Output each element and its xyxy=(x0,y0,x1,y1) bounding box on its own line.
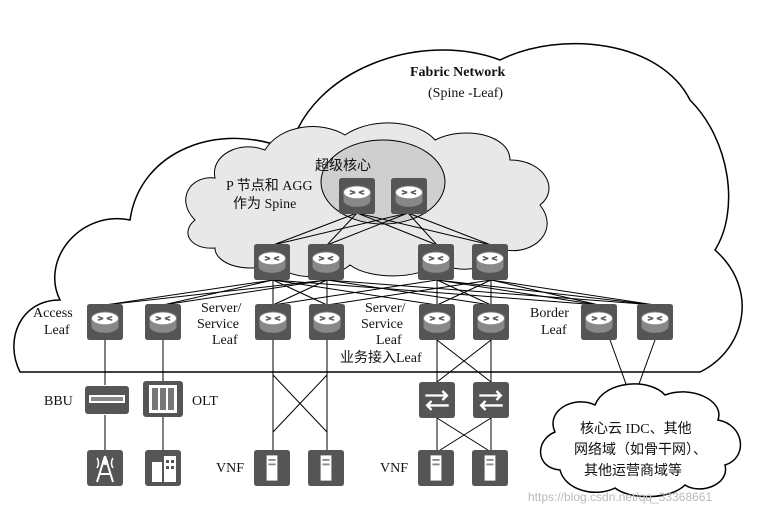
super-core-router-1 xyxy=(338,178,376,214)
business-access-label: 业务接入Leaf xyxy=(340,349,422,366)
cell-tower-icon xyxy=(87,450,123,486)
switch-icon-1 xyxy=(417,382,457,418)
server-icon-1 xyxy=(254,450,290,486)
fabric-title: Fabric Network xyxy=(410,65,505,80)
super-core-router-2 xyxy=(390,178,428,214)
server-leaf-router-1 xyxy=(254,304,292,340)
service-leaf-router-1 xyxy=(418,304,456,340)
border-leaf-label-2: Leaf xyxy=(541,323,567,338)
server-leaf-right-label-3: Leaf xyxy=(376,333,402,348)
access-leaf-router-1 xyxy=(86,304,124,340)
server-icon-2 xyxy=(308,450,344,486)
bbu-device xyxy=(85,386,129,414)
bbu-label: BBU xyxy=(44,394,73,409)
access-links xyxy=(104,339,656,453)
super-core-label: 超级核心 xyxy=(315,158,371,174)
external-cloud-line2: 网络域（如骨干网）、 xyxy=(574,442,707,458)
spine-leaf-links xyxy=(104,279,656,306)
service-leaf-router-2 xyxy=(472,304,510,340)
spine-router-1 xyxy=(253,244,291,280)
vnf-left-label: VNF xyxy=(216,461,244,476)
olt-label: OLT xyxy=(192,394,218,409)
fabric-subtitle: (Spine -Leaf) xyxy=(428,86,503,101)
server-leaf-left-label-2: Service xyxy=(197,317,239,332)
server-leaf-left-label-1: Server/ xyxy=(201,301,242,316)
spine-router-4 xyxy=(471,244,509,280)
spine-label-line2: 作为 Spine xyxy=(233,196,296,212)
server-leaf-right-label-2: Service xyxy=(361,317,403,332)
server-leaf-router-2 xyxy=(308,304,346,340)
spine-router-2 xyxy=(307,244,345,280)
external-cloud-line1: 核心云 IDC、其他 xyxy=(580,421,692,437)
spine-label-line1: P 节点和 AGG xyxy=(226,178,313,194)
server-leaf-right-label-1: Server/ xyxy=(365,301,406,316)
core-spine-links xyxy=(272,212,492,246)
access-leaf-label-2: Leaf xyxy=(44,323,70,338)
access-leaf-label-1: Access xyxy=(33,306,73,321)
server-icon-3 xyxy=(418,450,454,486)
border-leaf-router-2 xyxy=(636,304,674,340)
border-leaf-router-1 xyxy=(580,304,618,340)
server-leaf-left-label-3: Leaf xyxy=(212,333,238,348)
building-icon xyxy=(145,450,181,486)
switch-icon-2 xyxy=(471,382,511,418)
external-cloud-line3: 其他运营商域等 xyxy=(584,462,682,479)
watermark: https://blog.csdn.net/qq_33368661 xyxy=(528,490,712,504)
server-icon-4 xyxy=(472,450,508,486)
olt-device xyxy=(143,381,183,417)
external-cloud xyxy=(539,383,741,498)
vnf-right-label: VNF xyxy=(380,461,408,476)
access-leaf-router-2 xyxy=(144,304,182,340)
border-leaf-label-1: Border xyxy=(530,306,569,321)
spine-router-3 xyxy=(417,244,455,280)
